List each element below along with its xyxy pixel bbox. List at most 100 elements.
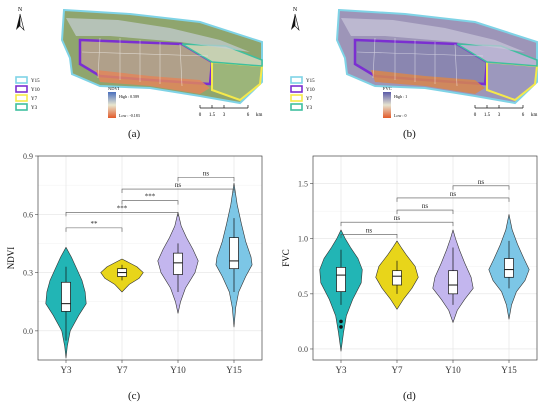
significance-label: ** <box>91 220 99 228</box>
legend-swatch <box>15 76 28 84</box>
x-tick-label: Y15 <box>501 365 517 375</box>
x-tick-label: Y7 <box>117 365 128 375</box>
scale-tick-label: 3 <box>223 113 226 118</box>
north-arrow-icon: N <box>16 7 25 31</box>
box-Y15 <box>229 237 239 270</box>
box-Y3 <box>61 281 71 312</box>
legend-swatch <box>15 103 28 111</box>
significance-bracket <box>65 227 123 232</box>
scale-tick-label: 0 <box>199 113 202 118</box>
significance-bracket <box>340 233 398 239</box>
scale-bar: 0 1.5 3 6 km <box>199 105 263 118</box>
x-tick-label: Y15 <box>226 365 242 375</box>
significance-label: ns <box>366 226 373 234</box>
y-tick-label: 0.0 <box>298 345 308 354</box>
index-legend: NDVI High : 0.589 Low : -0.183 <box>108 86 140 118</box>
box-Y7 <box>392 270 402 286</box>
box-Y15 <box>504 258 514 278</box>
index-high-label: High : 0.589 <box>119 94 139 99</box>
legend-swatch <box>290 94 303 102</box>
scale-unit-label: km <box>256 113 263 118</box>
scale-bar: 0 1.5 3 6 km <box>474 105 538 118</box>
significance-bracket <box>340 221 454 227</box>
legend-label: Y10 <box>31 88 40 93</box>
legend-swatch <box>15 85 28 93</box>
y-tick-label: 0.0 <box>23 327 33 336</box>
significance-label: *** <box>145 193 156 201</box>
x-tick-label: Y10 <box>445 365 461 375</box>
significance-bracket <box>121 200 179 205</box>
scale-tick-label: 3 <box>498 113 501 118</box>
x-tick-label: Y3 <box>336 365 347 375</box>
significance-label: ns <box>450 190 457 198</box>
box-Y3 <box>336 267 346 292</box>
plot-border <box>312 155 538 361</box>
panel-label-c: (c) <box>128 390 141 402</box>
legend-label: Y3 <box>31 106 38 111</box>
north-arrow-icon: N <box>291 7 300 31</box>
plot-border <box>37 155 263 361</box>
legend-swatch <box>15 94 28 102</box>
map-study-area <box>335 8 539 105</box>
map-study-area <box>60 8 264 105</box>
scale-tick-label: 6 <box>522 113 525 118</box>
y-axis-label: NDVI <box>6 247 16 270</box>
box-Y10 <box>173 252 183 275</box>
x-tick-label: Y7 <box>392 365 403 375</box>
significance-label: *** <box>117 204 128 212</box>
legend-label: Y15 <box>306 79 315 84</box>
outlier-point <box>339 319 343 324</box>
index-high-label: High : 1 <box>394 94 407 99</box>
legend-swatch <box>290 85 303 93</box>
box-Y10 <box>448 270 458 295</box>
significance-label: ns <box>203 169 210 177</box>
scale-tick-label: 1.5 <box>209 113 216 118</box>
y-tick-label: 0.6 <box>23 210 33 219</box>
y-tick-label: 0.5 <box>298 290 308 299</box>
legend-label: Y15 <box>31 79 40 84</box>
index-low-label: Low : -0.183 <box>119 113 140 118</box>
legend-swatch <box>290 103 303 111</box>
significance-label: ns <box>394 214 401 222</box>
scale-tick-label: 1.5 <box>484 113 491 118</box>
significance-bracket <box>121 188 235 194</box>
panel-label-a: (a) <box>128 128 141 140</box>
legend-swatch <box>290 76 303 84</box>
significance-bracket <box>65 212 179 217</box>
north-label: N <box>18 7 23 13</box>
x-tick-label: Y10 <box>170 365 186 375</box>
y-tick-label: 0.3 <box>23 269 33 278</box>
scale-tick-label: 6 <box>247 113 250 118</box>
y-tick-label: 0.9 <box>23 152 33 161</box>
north-label: N <box>293 7 298 13</box>
significance-bracket <box>452 185 510 190</box>
significance-label: ns <box>478 178 485 186</box>
significance-label: ns <box>175 181 182 189</box>
legend-label: Y7 <box>31 97 38 102</box>
panel-label-b: (b) <box>403 128 416 140</box>
index-legend-title: NDVI <box>108 86 120 91</box>
color-ramp <box>108 92 116 118</box>
y-tick-label: 1.5 <box>298 180 308 189</box>
scale-unit-label: km <box>531 113 538 118</box>
significance-bracket <box>396 197 510 202</box>
y-tick-label: 1.0 <box>298 235 308 244</box>
index-legend-title: FVC <box>383 86 392 91</box>
legend-label: Y10 <box>306 88 315 93</box>
index-low-label: Low : 0 <box>394 113 406 118</box>
scale-tick-label: 0 <box>474 113 477 118</box>
significance-bracket <box>177 177 235 182</box>
significance-bracket <box>396 209 454 215</box>
x-tick-label: Y3 <box>61 365 72 375</box>
y-axis-label: FVC <box>281 249 291 267</box>
